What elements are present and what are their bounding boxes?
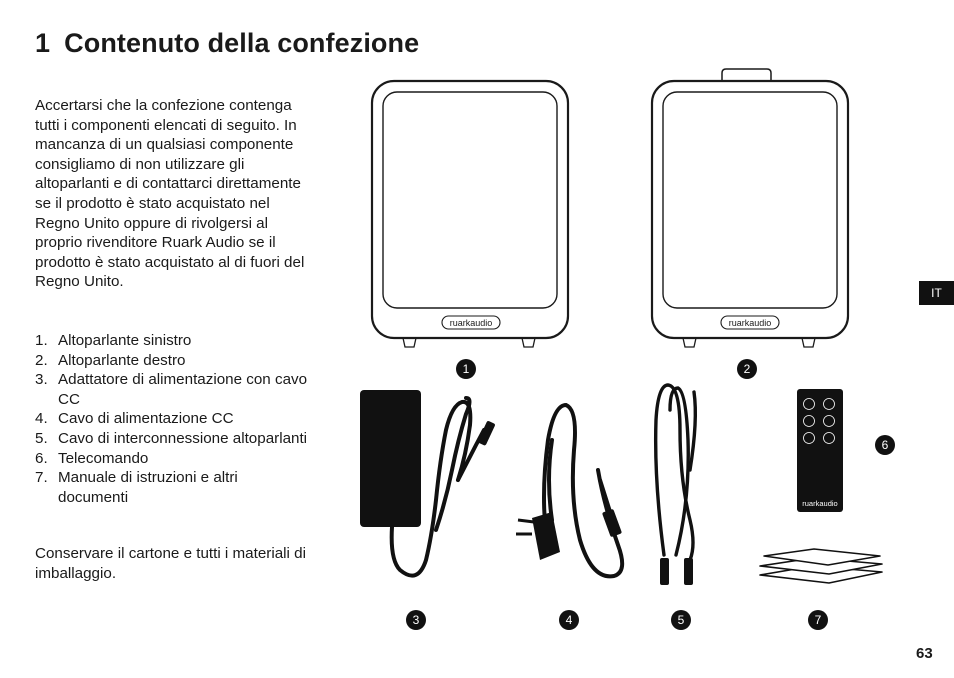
list-item: 4. Cavo di alimentazione CC (35, 409, 310, 429)
section-number: 1 (35, 28, 51, 58)
page-number: 63 (916, 645, 933, 662)
list-item-number: 4. (35, 410, 48, 428)
list-item: 2. Altoparlante destro (35, 351, 310, 371)
remote-control-icon (797, 389, 843, 512)
list-item: 7. Manuale di istruzioni e altri document… (35, 468, 310, 507)
intro-paragraph: Accertarsi che la confezione contenga tu… (35, 97, 305, 291)
documents-icon (759, 548, 883, 584)
power-cable-icon (516, 402, 625, 579)
list-item-text: Telecomando (58, 449, 149, 467)
callout-2: 2 (737, 359, 757, 379)
list-item: 1. Altoparlante sinistro (35, 331, 310, 351)
contents-list: 1. Altoparlante sinistro 2. Altoparlante d… (35, 331, 310, 507)
list-item-text: Cavo di interconnessione altoparlanti (58, 429, 308, 447)
power-adapter-icon (360, 390, 495, 578)
list-item-number: 1. (35, 332, 48, 349)
left-speaker-icon (370, 79, 570, 348)
language-tab: IT (919, 281, 954, 305)
list-item-text: Altoparlante destro (58, 351, 186, 369)
callout-5: 5 (671, 610, 691, 630)
list-item-number: 6. (35, 449, 48, 467)
right-speaker-icon (650, 68, 850, 348)
callout-4: 4 (559, 610, 579, 630)
list-item-number: 3. (35, 371, 48, 389)
list-item: 5. Cavo di interconnessione altoparlanti (35, 429, 310, 449)
list-item: 6. Telecomando (35, 449, 310, 469)
list-item-text: Manuale di istruzioni e altri documenti (58, 469, 238, 506)
list-item: 3. Adattatore di alimentazione con cavo C… (35, 370, 310, 409)
list-item-text: Altoparlante sinistro (58, 332, 192, 349)
list-item-text: Cavo di alimentazione CC (58, 410, 234, 428)
speaker-logo: ruarkaudio (729, 318, 772, 328)
callout-1: 1 (456, 359, 476, 379)
list-item-number: 7. (35, 469, 48, 487)
callout-7: 7 (808, 610, 828, 630)
section-title: Contenuto della confezione (64, 28, 420, 58)
list-item-text: Adattatore di alimentazione con cavo CC (58, 371, 308, 408)
list-item-number: 2. (35, 351, 48, 369)
speaker-logo: ruarkaudio (450, 318, 493, 328)
storage-note: Conservare il cartone e tutti i material… (35, 545, 306, 582)
page-title: 1 Contenuto della confezione (35, 28, 419, 59)
callout-3: 3 (406, 610, 426, 630)
interconnect-cable-icon (653, 383, 698, 585)
callout-6: 6 (875, 435, 895, 455)
list-item-number: 5. (35, 429, 48, 447)
remote-logo: ruarkaudio (802, 499, 837, 508)
